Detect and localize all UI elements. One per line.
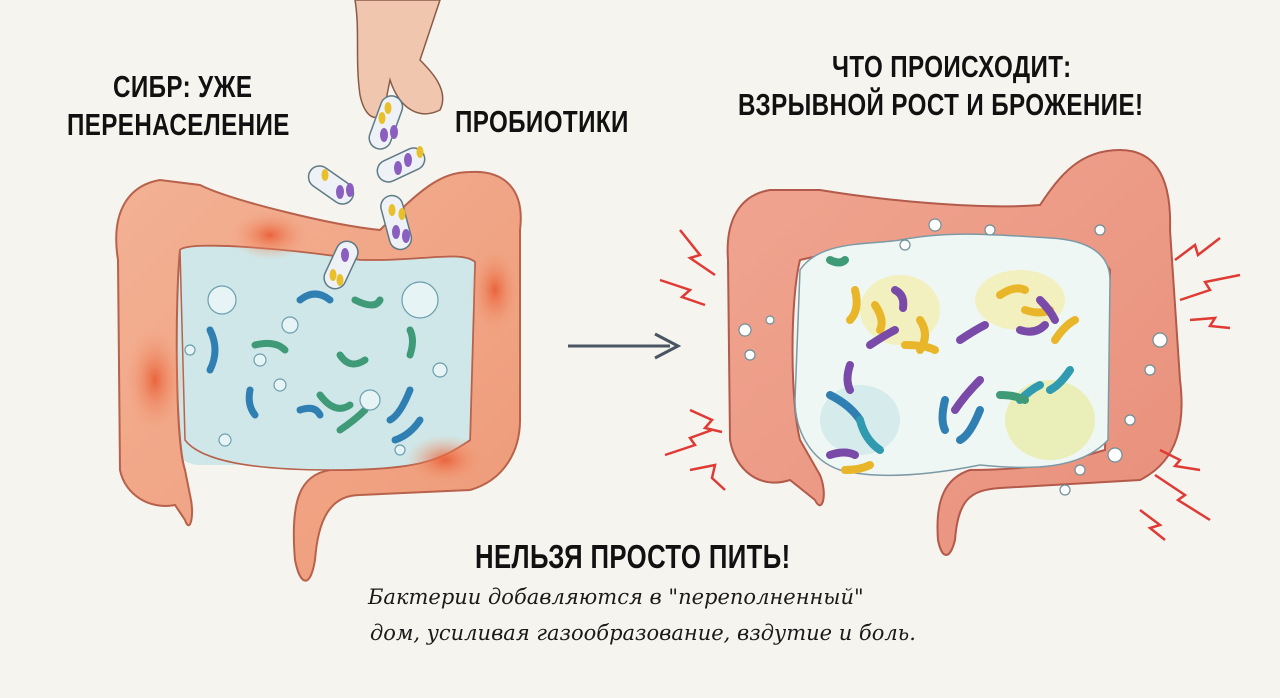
caption-line2: дом, усиливая газообразование, вздутие и… [370,621,916,645]
right-title-line2: ВЗРЫВНОЙ РОСТ И БРОЖЕНИЕ! [738,87,1144,122]
pain-lightning-icons [659,229,1241,541]
left-title-line2: ПЕРЕНАСЕЛЕНИЕ [67,107,290,142]
hand-with-probiotics [307,0,444,290]
probiotics-label-text: ПРОБИОТИКИ [455,104,629,139]
right-title-line1-wrap: ЧТО ПРОИСХОДИТ: [832,48,1072,86]
left-colon-illustration [115,170,522,582]
caption-heading-text: НЕЛЬЗЯ ПРОСТО ПИТЬ! [475,538,791,575]
arrow-right-icon [568,332,682,360]
left-title-line1: СИБР: УЖЕ [113,69,253,104]
caption-line1: Бактерии добавляются в "переполненный" [368,585,864,609]
right-title-line1: ЧТО ПРОИСХОДИТ: [832,49,1072,84]
right-title-line2-wrap: ВЗРЫВНОЙ РОСТ И БРОЖЕНИЕ! [738,86,1143,124]
left-title-line2-wrap: ПЕРЕНАСЕЛЕНИЕ [67,106,290,144]
probiotics-label: ПРОБИОТИКИ [455,103,629,141]
right-colon-illustration [726,148,1183,556]
left-title: СИБР: УЖЕ [113,68,252,106]
caption-heading: НЕЛЬЗЯ ПРОСТО ПИТЬ! [475,537,791,577]
